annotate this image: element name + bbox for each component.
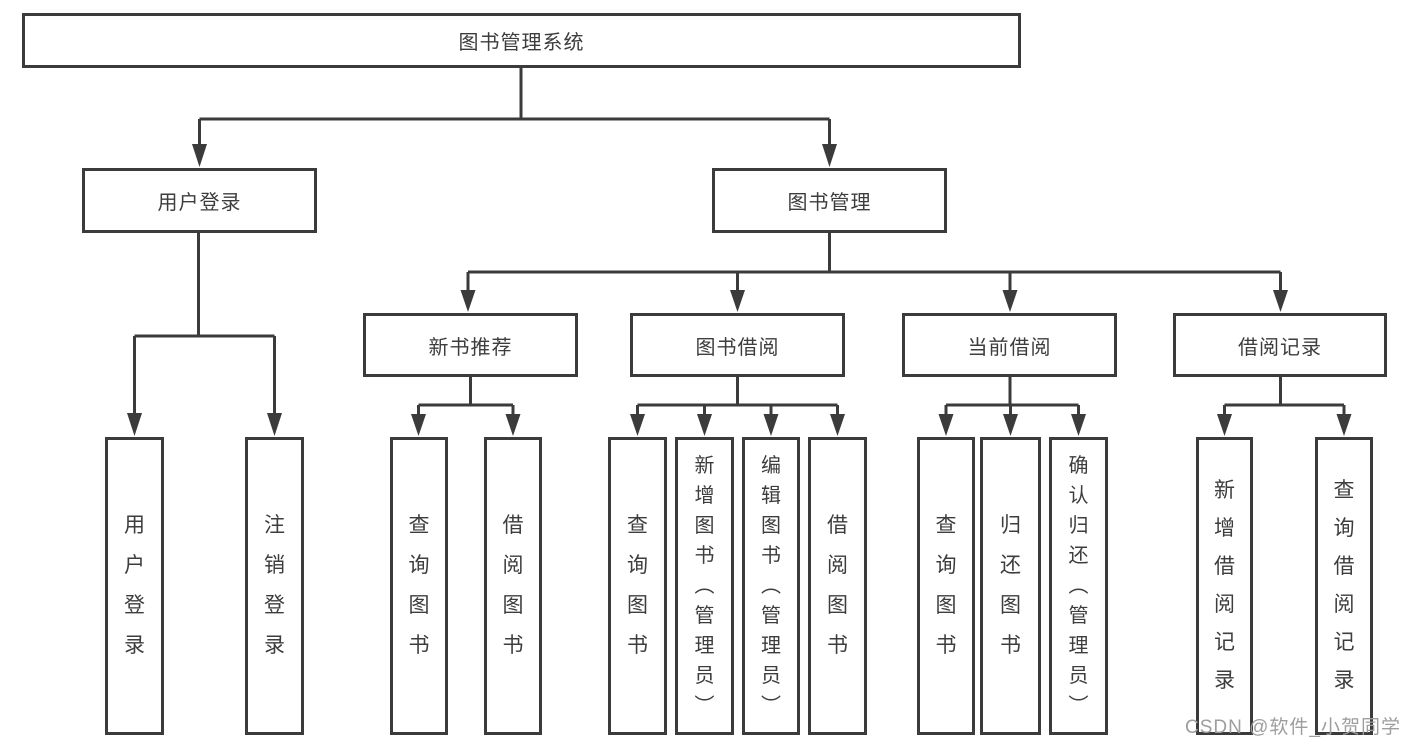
- connector-root-to-level2: [192, 66, 837, 167]
- node-label: 新书推荐: [428, 336, 513, 359]
- leaf-query-books-borrow: 查询图书: [608, 437, 667, 735]
- node-label: 用户登录: [157, 192, 242, 214]
- csdn-watermark: CSDN @软件_小贺同学: [1185, 717, 1401, 738]
- leaf-confirm-return-admin: 确认归还︵管理员︶: [1049, 437, 1108, 735]
- leaf-borrow-books: 借阅图书: [808, 437, 867, 735]
- connector-login-to-leaves: [127, 231, 282, 436]
- connector-recommend-to-leaves: [411, 375, 521, 436]
- node-book-borrow: 图书借阅: [630, 313, 845, 377]
- leaf-edit-book-admin: 编辑图书︵管理员︶: [742, 437, 800, 735]
- connector-borrow-to-leaves: [630, 375, 845, 436]
- node-label: 查询图书: [935, 514, 957, 657]
- connector-current-to-leaves: [938, 375, 1086, 436]
- node-label: 借阅图书: [827, 514, 848, 657]
- node-label: 查询借阅记录: [1333, 479, 1355, 692]
- leaf-borrow-books-recommend: 借阅图书: [484, 437, 542, 735]
- node-book-management: 图书管理: [712, 168, 947, 233]
- node-current-borrow: 当前借阅: [902, 313, 1117, 377]
- node-label: 当前借阅: [967, 336, 1052, 359]
- node-label: 注销登录: [264, 514, 285, 657]
- leaf-query-books-recommend: 查询图书: [390, 437, 448, 735]
- node-label: 新增图书︵管理员︶: [694, 455, 715, 717]
- node-label: 用户登录: [124, 514, 145, 657]
- node-label: 查询图书: [408, 514, 430, 657]
- node-label: 新增借阅记录: [1214, 479, 1235, 692]
- node-new-book-recommend: 新书推荐: [363, 313, 578, 377]
- node-label: 借阅记录: [1238, 336, 1322, 359]
- node-user-login: 用户登录: [82, 168, 317, 233]
- leaf-query-borrow-record: 查询借阅记录: [1315, 437, 1373, 735]
- node-label: 图书管理系统: [458, 32, 585, 54]
- leaf-add-borrow-record: 新增借阅记录: [1196, 437, 1253, 735]
- node-label: 借阅图书: [502, 514, 524, 657]
- connector-records-to-leaves: [1217, 375, 1352, 436]
- leaf-return-book: 归还图书: [980, 437, 1041, 735]
- node-library-system: 图书管理系统: [22, 13, 1021, 68]
- node-borrow-records: 借阅记录: [1173, 313, 1387, 377]
- leaf-user-login: 用户登录: [105, 437, 164, 735]
- leaf-logout: 注销登录: [245, 437, 304, 735]
- leaf-query-books-current: 查询图书: [917, 437, 975, 735]
- node-label: 归还图书: [1000, 514, 1021, 657]
- node-label: 确认归还︵管理员︶: [1068, 455, 1089, 717]
- node-label: 查询图书: [627, 514, 648, 657]
- node-label: 编辑图书︵管理员︶: [761, 455, 781, 717]
- node-label: 图书管理: [787, 192, 872, 214]
- leaf-add-book-admin: 新增图书︵管理员︶: [675, 437, 734, 735]
- connector-mgmt-to-sections: [460, 231, 1288, 312]
- node-label: 图书借阅: [695, 336, 780, 359]
